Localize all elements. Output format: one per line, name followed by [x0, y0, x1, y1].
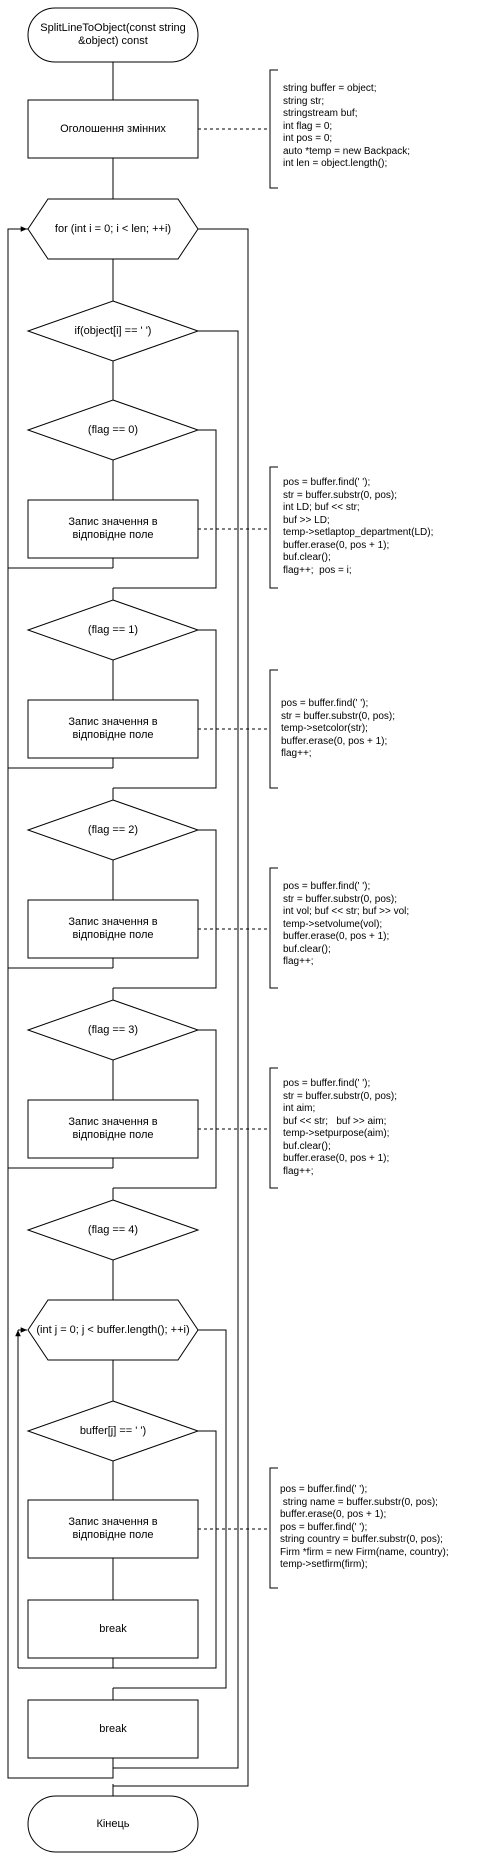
declare-label: Оголошення змінних	[60, 122, 166, 135]
note2: pos = buffer.find(' '); str = buffer.sub…	[283, 881, 410, 967]
declare-note: string buffer = object; string str; stri…	[283, 83, 411, 169]
inner-loop-exit	[113, 1329, 227, 1689]
flag1-false-branch	[113, 629, 217, 789]
flag3-false-branch	[113, 1029, 217, 1189]
for-loop-label: for (int i = 0; i < len; ++i)	[54, 222, 172, 235]
break-outer-label: break	[99, 1722, 127, 1735]
flag1-label: (flag == 1)	[87, 623, 139, 636]
assign0-label: Запис значення в відповідне поле	[68, 516, 158, 541]
break-inner-label: break	[99, 1622, 127, 1635]
assign2-process	[27, 899, 199, 959]
note4: pos = buffer.find(' '); string name = bu…	[280, 1484, 449, 1570]
note4-bracket	[269, 1467, 278, 1589]
note0-bracket	[269, 466, 278, 589]
assign3-label: Запис значення в відповідне поле	[68, 1116, 158, 1141]
flag0-false-branch	[113, 429, 217, 589]
flag2-label: (flag == 2)	[87, 823, 139, 836]
buf-space-false-branch	[18, 1430, 217, 1669]
inner-loop-label: (int j = 0; j < buffer.length(); ++i)	[36, 1323, 190, 1336]
inner-loop-back-edge	[18, 1330, 114, 1668]
buf-space-label: buffer[j] == ' ')	[79, 1424, 147, 1437]
flag4-label: (flag == 4)	[87, 1223, 139, 1236]
assign1-bottom	[8, 758, 114, 769]
note0: pos = buffer.find(' '); str = buffer.sub…	[283, 477, 434, 576]
note2-bracket	[269, 867, 278, 989]
flag3-label: (flag == 3)	[87, 1023, 139, 1036]
note3-bracket	[269, 1067, 278, 1189]
flag0-label: (flag == 0)	[87, 423, 139, 436]
assign4-label: Запис значення в відповідне поле	[68, 1516, 158, 1541]
assign4-process	[27, 1499, 199, 1559]
end-label: Кінець	[96, 1817, 130, 1830]
note1-bracket	[269, 669, 278, 789]
assign0-bottom	[8, 558, 114, 569]
note3: pos = buffer.find(' '); str = buffer.sub…	[283, 1078, 398, 1177]
for-loop-exit	[113, 228, 249, 1787]
assign3-process	[27, 1099, 199, 1159]
assign1-label: Запис значення в відповідне поле	[68, 716, 158, 741]
inner-loop-shape	[27, 1299, 199, 1361]
assign2-bottom	[8, 958, 114, 969]
start-label: SplitLineToObject(const string &object) …	[40, 22, 186, 47]
note1: pos = buffer.find(' '); str = buffer.sub…	[281, 698, 396, 759]
assign0-process	[27, 499, 199, 559]
if-space-label: if(object[i] == ' ')	[74, 324, 152, 337]
declare-note-bracket	[269, 69, 278, 189]
flag2-false-branch	[113, 829, 217, 989]
if-space-false-branch	[113, 330, 239, 1769]
assign2-label: Запис значення в відповідне поле	[68, 916, 158, 941]
assign1-process	[27, 699, 199, 759]
assign3-bottom	[8, 1158, 114, 1169]
break-outer-process	[27, 1699, 199, 1759]
